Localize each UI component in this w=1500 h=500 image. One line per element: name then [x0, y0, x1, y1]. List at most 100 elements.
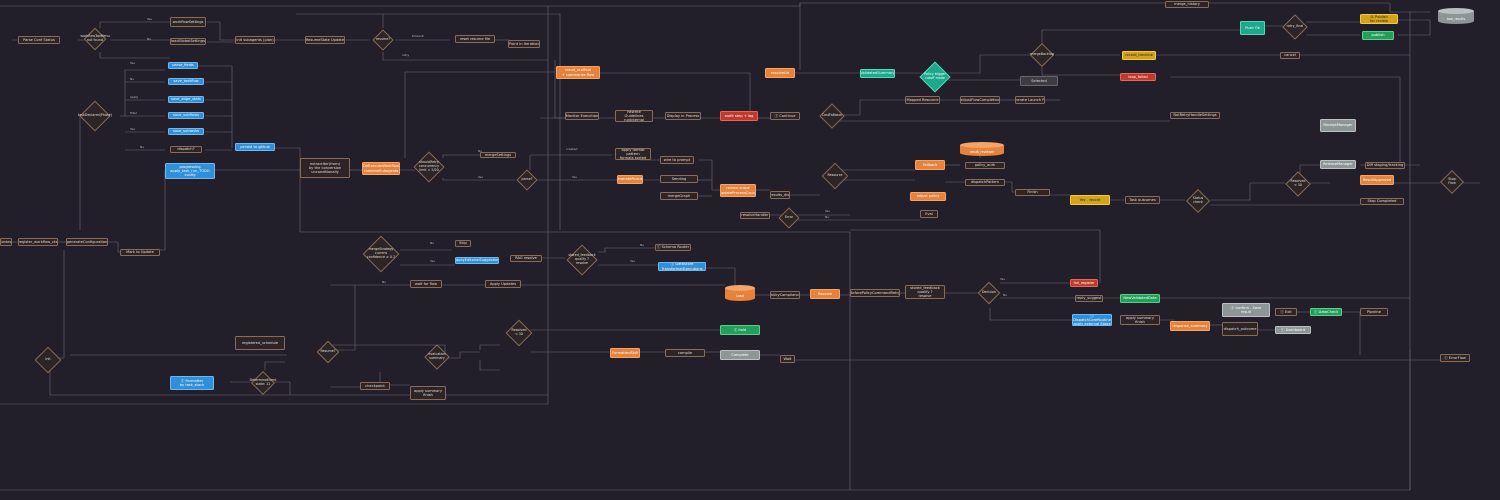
node-checklist[interactable]: NotRetryHandleSettings [1170, 112, 1220, 119]
node-diff-staging[interactable]: Diff staging/tracking [1365, 162, 1405, 169]
node-datacheck[interactable]: Ⓘ DataCheck [1310, 308, 1342, 316]
node-checkpoint[interactable]: checkpoint [360, 382, 390, 390]
node-selected[interactable]: Selected [1020, 76, 1058, 86]
node-resolve-url[interactable]: resolveUrl [765, 68, 795, 78]
decision-resource[interactable]: Resource [820, 162, 850, 190]
node-wire-prompt[interactable]: wire to prompt [660, 156, 694, 164]
node-schema-router[interactable]: Ⓘ Schema Router [655, 244, 691, 251]
decision-parse[interactable]: parse? [516, 169, 538, 191]
decision-confidence-2[interactable]: Resolved < 30 [505, 319, 533, 347]
node-context[interactable]: Yes - record [1070, 195, 1110, 205]
node-result-scaffold[interactable]: result_scaffold + summarize flow [556, 66, 600, 79]
node-exit[interactable]: Ⓘ Exit [1275, 308, 1297, 316]
node-resolve[interactable]: Resolve [810, 289, 840, 299]
node-confirm-save[interactable]: Ⓘ confirm - Save result [1222, 303, 1270, 317]
node-rag-resolve[interactable]: RAG resolve [510, 255, 542, 262]
decision-stop-flow[interactable]: Stop Flow [1439, 169, 1465, 195]
node-result-approved[interactable]: ResultApproved [1360, 175, 1394, 185]
node-cancel[interactable]: cancel [1280, 52, 1300, 59]
node-apply-summary[interactable]: apply summary finish [410, 386, 446, 400]
node-dashboard[interactable]: Ⓘ Dashboard [1275, 326, 1311, 334]
node-do-execute[interactable]: DoExecuteWorkflow combineSubagents [362, 162, 400, 175]
node-stop-completed[interactable]: Stop Completed [1360, 198, 1404, 205]
node-pipeline[interactable]: Pipeline [1360, 308, 1388, 316]
node-workflow-settings[interactable]: workflowSettings [170, 17, 206, 27]
decision-resume[interactable]: resume? [372, 29, 394, 51]
decision-decision[interactable]: Decision [977, 281, 1001, 305]
node-dispatch[interactable]: dispatch? [170, 146, 202, 153]
decision-resolved[interactable]: Resolved < 30 [1285, 171, 1311, 197]
node-datastore[interactable]: Ⓘ DataStore TransformerExecutions [658, 262, 706, 271]
node-wait[interactable]: Wait [780, 355, 795, 363]
node-reset-resume[interactable]: reset resume file [455, 35, 495, 43]
node-formatter[interactable]: Ⓘ Formatter by task_stack [170, 376, 214, 390]
node-hold[interactable]: Ⓘ hold [720, 325, 760, 335]
node-apply-editorial[interactable]: Ⓘ ApplyEditorialSuggestion dispatchFlow [455, 257, 499, 264]
node-dispatch-outcome[interactable]: dispatch_outcome [1222, 322, 1258, 336]
node-fallback[interactable]: Fallback [915, 160, 945, 170]
decision-merge-backlog[interactable]: mergeBacklog [1029, 42, 1055, 68]
node-wait-flow[interactable]: wait for flow [410, 280, 442, 288]
node-rewrite-guidelines[interactable]: Rewrite Guidelines runInternal [615, 110, 653, 122]
node-continue[interactable]: Ⓘ Continue [770, 112, 800, 120]
decision-workflow-menu[interactable]: workflowTopMenu not found [80, 27, 110, 51]
node-new-validated[interactable]: NewValidatedData [1120, 294, 1160, 303]
node-save-subtasks[interactable]: save_subtasks [168, 128, 204, 135]
decision-determine-event[interactable]: DetermineEvent state: 12 [250, 370, 276, 396]
node-validated-summary[interactable]: ValidatedSummary [860, 69, 895, 78]
decision-cost-fallback[interactable]: CostFallback [818, 103, 846, 129]
node-apply-format[interactable]: apply format pattern formats sorted [615, 148, 651, 160]
node-monitor-execution[interactable]: Monitor Execution [565, 112, 599, 120]
node-display-process[interactable]: Display in Process [665, 112, 701, 120]
node-response-summary[interactable]: response_summary [1170, 321, 1210, 331]
node-formatted-skill[interactable]: FormattedSkill [610, 348, 640, 358]
node-loop-failed[interactable]: loop_failed [1120, 73, 1156, 81]
node-merge-tasks[interactable]: persist to github [235, 143, 275, 151]
node-stored-feedback[interactable]: stored_feedback qualify ? resolve [905, 285, 945, 299]
decision-error[interactable]: Error [778, 207, 800, 229]
node-sending[interactable]: Sending [660, 175, 698, 183]
node-receipt[interactable]: ReceiptManager [1320, 119, 1356, 132]
node-publish-review[interactable]: Ⓐ Publish for review [1360, 14, 1398, 24]
node-mark-update[interactable]: Mark to Update [120, 249, 160, 256]
node-progressing[interactable]: progressing apply_task_run_TODO config [165, 163, 215, 179]
node-release-manager[interactable]: ReleaseManager [1320, 160, 1356, 169]
decision-evaluation[interactable]: evaluation summary [424, 344, 450, 370]
node-task-results[interactable]: task_results_dispatch [770, 191, 790, 199]
node-record-timeline[interactable]: record_timeline [1122, 51, 1156, 60]
decision-task-declared[interactable]: taskDeclared(Phase) [78, 100, 112, 132]
node-save-edge-stats[interactable]: save_edge_stats [168, 96, 204, 103]
node-publish[interactable]: publish [1362, 31, 1394, 40]
decision-policy-trigger[interactable]: Policy trigger cutoff mode [919, 61, 951, 93]
node-init-subagents[interactable]: init subagents (plan) [235, 36, 275, 44]
node-left-stub[interactable]: Context [0, 238, 12, 246]
node-error-flow[interactable]: Ⓘ ErrorFlow [1440, 354, 1470, 362]
node-extract-iter[interactable]: extractIter(from) by the conversion unco… [300, 158, 350, 178]
decision-retry-final[interactable]: retry_final [1282, 14, 1308, 40]
node-task-outcomes[interactable]: Task outcomes [1125, 196, 1160, 204]
node-compile[interactable]: compile [665, 349, 705, 357]
node-apply-summary-finish[interactable]: apply summary finish [1120, 315, 1160, 325]
node-fail-register[interactable]: fail_register [1070, 279, 1098, 287]
decision-merge-strategy[interactable]: mergeStrategy current confidence ≥ 0.7 [362, 235, 400, 273]
decision-confidence[interactable]: stored_feedback qualify ? resolve [565, 244, 599, 276]
node-resolve-handler[interactable]: resolveHandler [740, 212, 770, 219]
node-dispatch-pattern[interactable]: dispatchPattern [965, 179, 1005, 186]
node-adjust-flow[interactable]: adjustFlowCompletion [960, 96, 1000, 104]
node-complete[interactable]: Complete [720, 350, 760, 360]
node-mapped-resource[interactable]: Mapped Resource [905, 96, 940, 104]
node-generate-launch[interactable]: Generate Launch Plan [1015, 96, 1045, 104]
node-generate-policies[interactable]: generatePolicies [617, 175, 643, 184]
decision-resume-mid[interactable]: Resume? [315, 340, 341, 364]
node-reply-suggest[interactable]: reply_suggest [1075, 295, 1103, 302]
decision-init[interactable]: Init [34, 346, 62, 374]
node-parse-fields[interactable]: parse_fields [168, 62, 198, 69]
node-apply-updates[interactable]: Apply Updates [485, 280, 521, 288]
node-register-ctx[interactable]: register_workflow_ctx [18, 238, 58, 246]
node-save-subflows[interactable]: save_subflows [168, 112, 204, 119]
node-push-ok[interactable]: Push Ok [1240, 21, 1265, 35]
decision-status-check[interactable]: Status check [1185, 188, 1211, 214]
node-generate-config[interactable]: generateConfiguration [66, 238, 108, 246]
node-policy-auth[interactable]: policy_auth [965, 162, 1005, 169]
node-registered-schedule[interactable]: registered_schedule [235, 336, 285, 350]
